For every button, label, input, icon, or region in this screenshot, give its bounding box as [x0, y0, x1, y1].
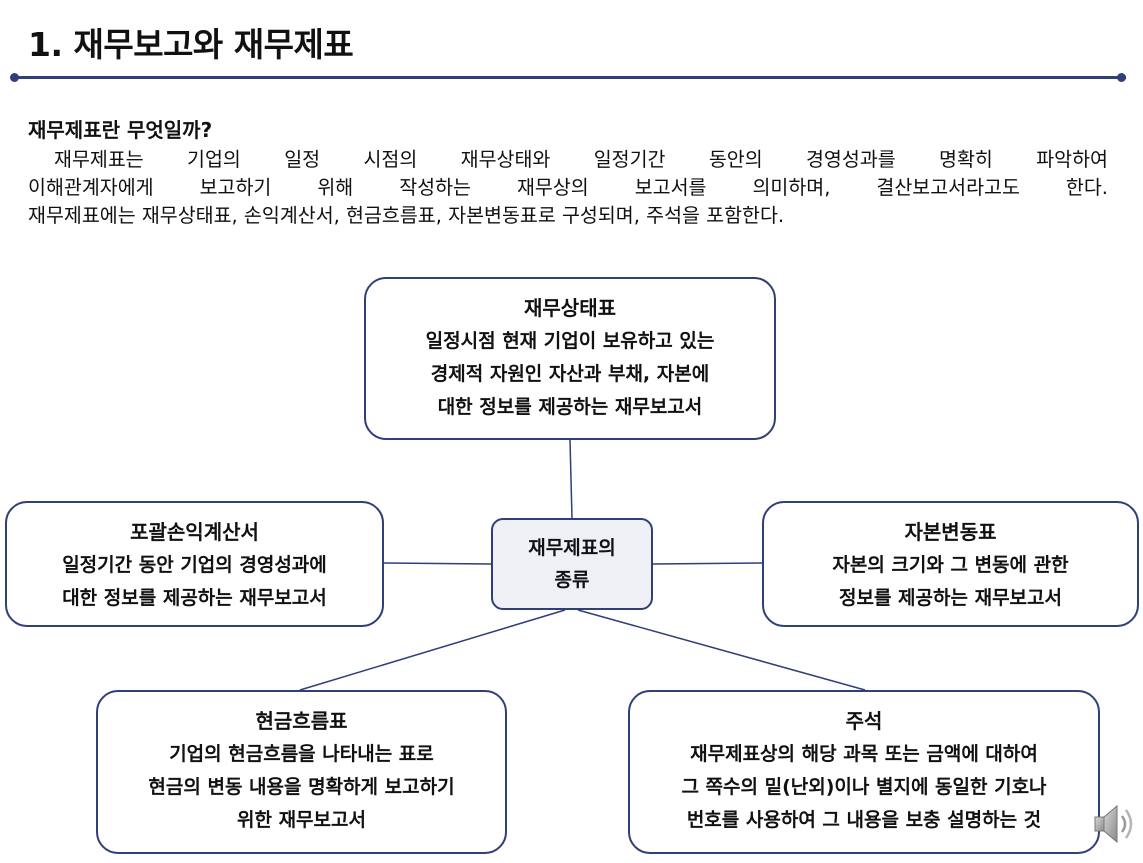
center-line: 종류: [554, 569, 590, 591]
node-line: 그 쪽수의 밑(난외)이나 별지에 동일한 기호나: [681, 776, 1047, 798]
divider-dot-right: [1117, 73, 1126, 82]
connector-left: [383, 562, 492, 565]
node-line: 재무제표상의 해당 과목 또는 금액에 대하여: [690, 743, 1038, 765]
node-title: 주석: [845, 709, 883, 733]
divider-dot-left: [10, 73, 19, 82]
node-line: 번호를 사용하여 그 내용을 보충 설명하는 것: [686, 809, 1042, 831]
node-notes: 주석 재무제표상의 해당 과목 또는 금액에 대하여 그 쪽수의 밑(난외)이나…: [628, 690, 1100, 854]
node-line: 경제적 자원인 자산과 부채, 자본에: [430, 363, 710, 385]
connector-bottom-left: [299, 609, 566, 691]
node-line: 자본의 크기와 그 변동에 관한: [832, 554, 1069, 576]
center-node-financial-statement-types: 재무제표의 종류: [491, 518, 653, 610]
connector-top: [569, 439, 573, 519]
node-line: 대한 정보를 제공하는 재무보고서: [437, 396, 703, 418]
node-title: 포괄손익계산서: [130, 520, 259, 544]
node-line: 정보를 제공하는 재무보고서: [839, 587, 1062, 609]
node-cash-flow-statement: 현금흐름표 기업의 현금흐름을 나타내는 표로 현금의 변동 내용을 명확하게 …: [96, 690, 507, 854]
node-line: 대한 정보를 제공하는 재무보고서: [62, 587, 327, 609]
page-title: 1. 재무보고와 재무제표: [28, 25, 354, 64]
intro-line-1: 재무제표는 기업의 일정 시점의 재무상태와 일정기간 동안의 경영성과를 명확…: [54, 148, 1108, 171]
intro-line-2: 이해관계자에게 보고하기 위해 작성하는 재무상의 보고서를 의미하며, 결산보…: [28, 176, 1108, 199]
section-heading: 재무제표란 무엇일까?: [28, 118, 213, 142]
node-title: 재무상태표: [524, 296, 616, 320]
node-statement-of-changes-in-equity: 자본변동표 자본의 크기와 그 변동에 관한 정보를 제공하는 재무보고서: [762, 501, 1139, 627]
speaker-icon[interactable]: [1092, 798, 1138, 850]
intro-paragraph: 재무제표는 기업의 일정 시점의 재무상태와 일정기간 동안의 경영성과를 명확…: [28, 146, 1108, 230]
connector-right: [652, 562, 763, 565]
center-line: 재무제표의: [528, 537, 616, 559]
node-title: 자본변동표: [904, 520, 997, 544]
node-line: 기업의 현금흐름을 나타내는 표로: [169, 743, 434, 765]
node-line: 일정기간 동안 기업의 경영성과에: [62, 554, 327, 576]
node-title: 현금흐름표: [255, 709, 348, 733]
intro-line-3: 재무제표에는 재무상태표, 손익계산서, 현금흐름표, 자본변동표로 구성되며,…: [28, 204, 785, 227]
node-line: 현금의 변동 내용을 명확하게 보고하기: [148, 776, 455, 798]
node-line: 위한 재무보고서: [237, 809, 366, 831]
title-divider: [14, 76, 1126, 79]
node-comprehensive-income-statement: 포괄손익계산서 일정기간 동안 기업의 경영성과에 대한 정보를 제공하는 재무…: [5, 501, 384, 627]
node-line: 일정시점 현재 기업이 보유하고 있는: [425, 330, 715, 352]
node-statement-of-financial-position: 재무상태표 일정시점 현재 기업이 보유하고 있는 경제적 자원인 자산과 부채…: [364, 277, 776, 440]
connector-bottom-right: [577, 609, 866, 691]
